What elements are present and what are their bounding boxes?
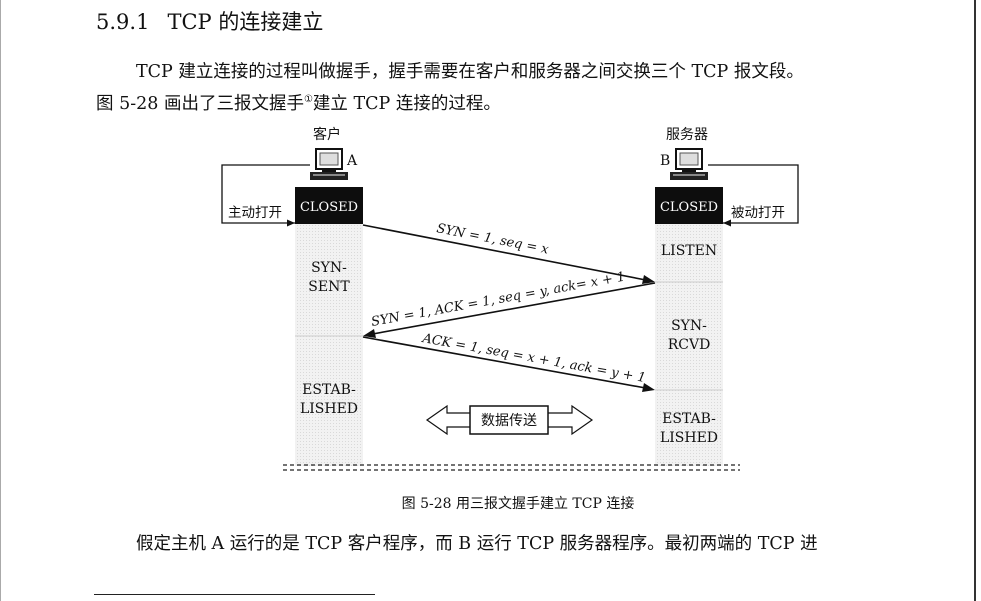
client-state-column xyxy=(295,187,363,466)
active-open-label: 主动打开 xyxy=(228,204,282,221)
ack-arrowhead xyxy=(642,383,655,392)
client-state-sent: SENT xyxy=(308,279,350,295)
client-closed-text: CLOSED xyxy=(300,200,358,215)
data-transfer-label: 数据传送 xyxy=(481,413,537,429)
client-label: 客户 xyxy=(313,126,341,143)
section-heading: 5.9.1 TCP 的连接建立 xyxy=(96,6,323,36)
syn-ack-arrowhead xyxy=(363,329,376,338)
page-left-edge xyxy=(0,0,1,601)
server-state-rcvd: RCVD xyxy=(668,337,711,353)
paragraph-1: TCP 建立连接的过程叫做握手，握手需要在客户和服务器之间交换三个 TCP 报文… xyxy=(136,62,804,82)
passive-open-bracket xyxy=(708,164,799,224)
active-open-arrowhead xyxy=(287,219,295,227)
syn-arrowhead xyxy=(642,275,655,284)
server-state-lished: LISHED xyxy=(660,430,718,446)
client-state-syn: SYN- xyxy=(311,260,347,276)
passive-open-arrowhead xyxy=(723,219,731,227)
ack-arrow xyxy=(362,336,652,390)
syn-ack-arrow xyxy=(366,282,656,336)
figure-caption: 图 5-28 用三报文握手建立 TCP 连接 xyxy=(401,496,635,512)
server-state-estab: ESTAB- xyxy=(662,411,716,427)
syn-arrow xyxy=(362,224,652,282)
section-title: TCP 的连接建立 xyxy=(167,10,324,34)
data-transfer-box xyxy=(469,405,549,435)
ack-message: ACK = 1, seq = x + 1, ack = y + 1 xyxy=(420,331,647,386)
syn-ack-message: SYN = 1, ACK = 1, seq = y, ack= x + 1 xyxy=(370,270,626,330)
host-b-label: B xyxy=(660,153,670,169)
server-state-syn: SYN- xyxy=(671,318,707,334)
server-label: 服务器 xyxy=(666,127,708,143)
footnote-mark: ① xyxy=(303,94,313,105)
paragraph-2-before: 图 5-28 画出了三报文握手 xyxy=(96,94,304,114)
section-number: 5.9.1 xyxy=(96,10,150,34)
active-open-bracket xyxy=(221,164,310,224)
client-state-estab: ESTAB- xyxy=(302,382,356,398)
host-a-label: A xyxy=(346,153,358,169)
server-closed-text: CLOSED xyxy=(660,200,718,215)
passive-open-label: 被动打开 xyxy=(731,204,785,221)
server-state-listen: LISTEN xyxy=(661,243,717,259)
paragraph-3: 假定主机 A 运行的是 TCP 客户程序，而 B 运行 TCP 服务器程序。最初… xyxy=(136,534,818,554)
client-state-lished: LISHED xyxy=(300,401,358,417)
syn-message: SYN = 1, seq = x xyxy=(435,221,550,258)
paragraph-2: 图 5-28 画出了三报文握手①建立 TCP 连接的过程。 xyxy=(96,90,501,115)
client-closed-box xyxy=(295,187,363,224)
paragraph-2-after: 建立 TCP 连接的过程。 xyxy=(312,94,501,114)
client-computer-icon xyxy=(310,148,348,180)
page-right-edge xyxy=(974,0,976,601)
server-state-column xyxy=(655,187,723,466)
server-computer-icon xyxy=(670,148,708,180)
footnote-rule xyxy=(94,594,375,595)
server-closed-box xyxy=(655,187,723,224)
